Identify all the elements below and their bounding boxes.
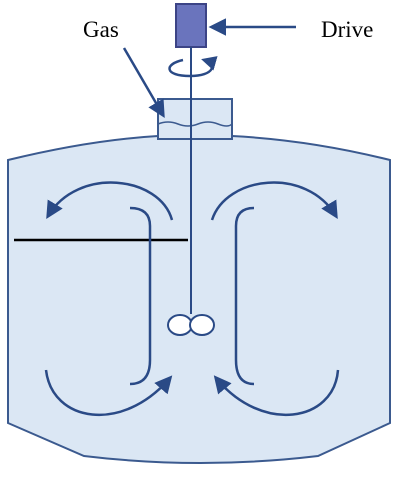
drive-label: Drive bbox=[321, 17, 373, 42]
flow-arrow bbox=[129, 206, 152, 386]
flow-arrow bbox=[213, 369, 340, 417]
vessel-neck bbox=[157, 98, 233, 140]
rotation-arrow-icon bbox=[168, 56, 218, 78]
flow-arrow bbox=[44, 369, 173, 417]
left-circulation-loop bbox=[44, 181, 174, 417]
gas-label: Gas bbox=[83, 17, 119, 42]
impeller-icon bbox=[167, 314, 215, 336]
motor-box-icon bbox=[175, 3, 207, 48]
gas-pointer-arrow bbox=[122, 47, 165, 119]
vessel-body bbox=[7, 135, 391, 464]
flow-arrow bbox=[210, 181, 338, 221]
flow-arrow bbox=[234, 206, 255, 386]
right-circulation-loop bbox=[210, 181, 340, 417]
liquid-surface-in-neck bbox=[157, 121, 233, 127]
flow-arrow bbox=[46, 181, 174, 221]
